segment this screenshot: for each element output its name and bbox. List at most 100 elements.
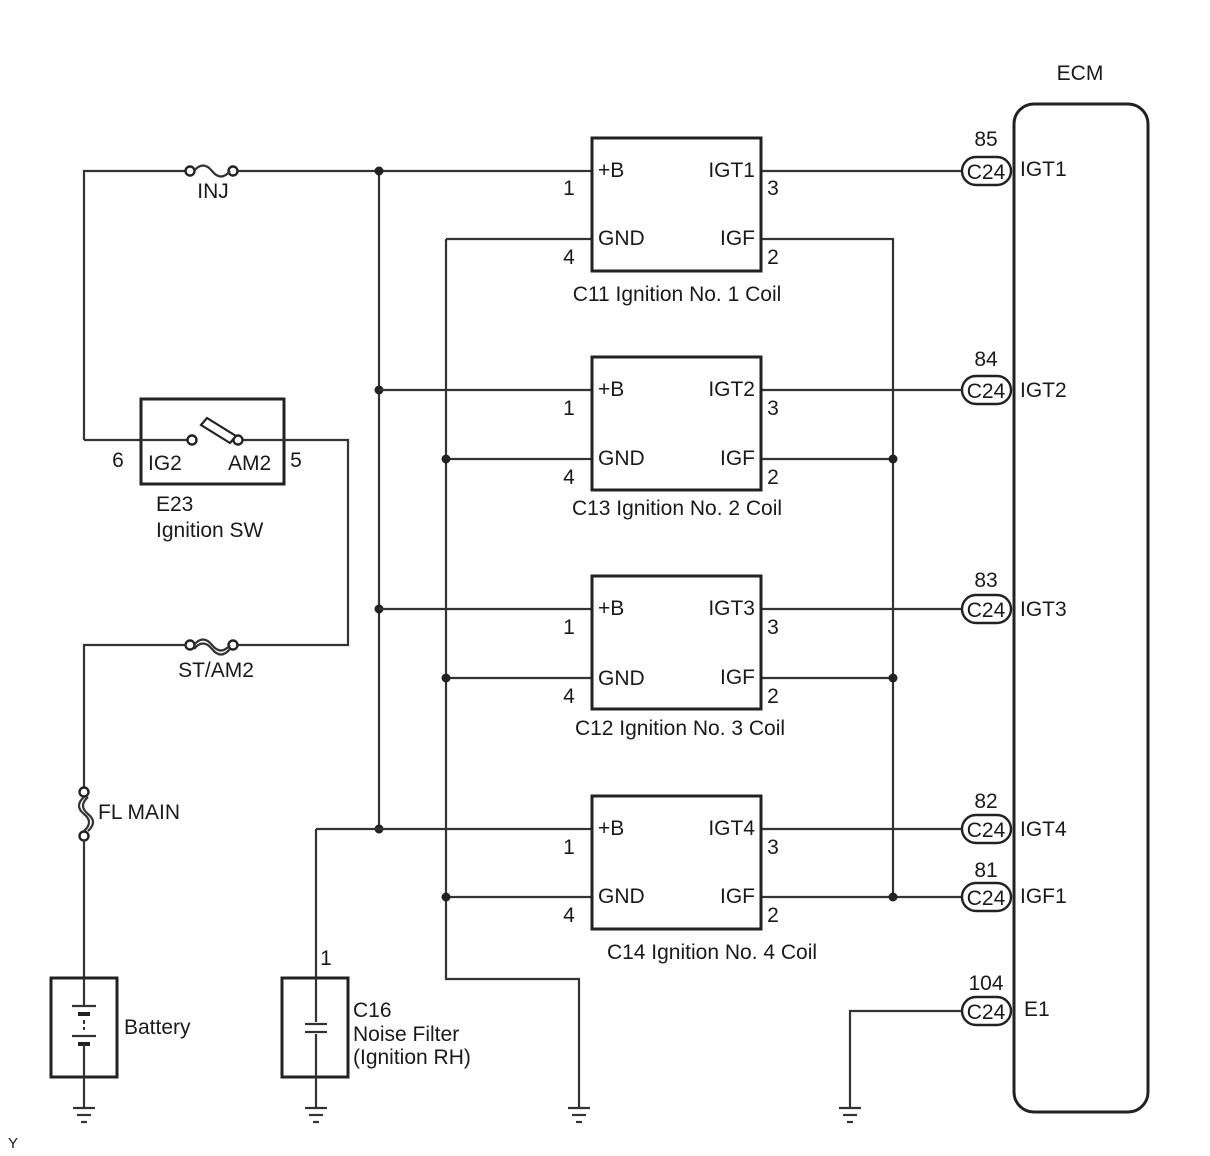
- ignition-switch-pin-ig2: 6: [112, 449, 124, 472]
- coil-4: +B GND IGT4 IGF 1 4 3 2 C14 Ignition No.…: [563, 794, 817, 964]
- coil-pin-num-1: 1: [563, 616, 575, 639]
- ecm-connector-label: C24: [967, 819, 1006, 842]
- wire-inj-left: [82, 169, 190, 440]
- coil-pin-b: +B: [598, 378, 624, 401]
- ground-icon-battery: [73, 1106, 95, 1124]
- coil-pin-num-2: 2: [767, 246, 779, 269]
- coil-box: [590, 136, 763, 273]
- coil-label: C14 Ignition No. 4 Coil: [607, 941, 817, 964]
- coil-label: C13 Ignition No. 2 Coil: [572, 497, 782, 520]
- wire-igf-bus: [761, 237, 895, 897]
- ignition-switch-contact: [141, 416, 284, 446]
- coil-pin-num-3: 3: [767, 836, 779, 859]
- ignition-switch-code: E23: [156, 493, 193, 516]
- ecm-pin-e1: C24 104 E1: [960, 972, 1050, 1027]
- coil-pin-num-2: 2: [767, 685, 779, 708]
- ground-icon-noise-filter: [305, 1106, 327, 1124]
- coil-label: C11 Ignition No. 1 Coil: [573, 283, 782, 306]
- coil-pin-gnd: GND: [598, 447, 645, 470]
- ignition-switch-am2-label: AM2: [228, 452, 271, 475]
- wire-st-am2-down: [82, 643, 186, 788]
- coil-box: [590, 574, 763, 711]
- coil-pin-num-1: 1: [563, 836, 575, 859]
- coil-2: +B GND IGT2 IGF 1 4 3 2 C13 Ignition No.…: [563, 355, 782, 520]
- ecm-pin-name: IGF1: [1020, 885, 1067, 908]
- ecm-pin-number: 82: [974, 790, 997, 813]
- ecm-pin-igf1: C24 81 IGF1: [960, 859, 1067, 913]
- junction-dot: [374, 166, 384, 176]
- ecm-pin-igt4: C24 82 IGT4: [960, 790, 1067, 845]
- ecm-pin-number: 85: [974, 128, 997, 151]
- ground-icon-e1: [839, 1106, 861, 1124]
- ecm-pin-name: IGT1: [1020, 158, 1067, 181]
- coil-pin-num-4: 4: [563, 466, 575, 489]
- ignition-switch-ig2-label: IG2: [148, 452, 182, 475]
- coil-pin-gnd: GND: [598, 667, 645, 690]
- ecm-connector-label: C24: [967, 887, 1006, 910]
- fuse-fl-main-label: FL MAIN: [98, 801, 180, 824]
- coil-pin-gnd: GND: [598, 885, 645, 908]
- coil-pin-num-3: 3: [767, 616, 779, 639]
- coil-pin-igt: IGT4: [708, 817, 755, 840]
- ecm-pin-igt3: C24 83 IGT3: [960, 569, 1067, 625]
- coil-pin-b: +B: [598, 159, 624, 182]
- ground-icon-coils: [568, 1106, 590, 1124]
- fuse-st-am2: [184, 638, 239, 656]
- battery-icon: [72, 978, 96, 1077]
- corner-mark: Y: [8, 1135, 18, 1152]
- coil-pin-b: +B: [598, 597, 624, 620]
- noise-filter-name: Noise Filter: [353, 1023, 459, 1046]
- ecm-label: ECM: [1057, 62, 1104, 85]
- coil-pin-igf: IGF: [720, 885, 755, 908]
- capacitor-icon: [305, 978, 327, 1077]
- noise-filter-code: C16: [353, 999, 392, 1022]
- coil-pin-num-4: 4: [563, 246, 575, 269]
- wire-e1: [848, 1009, 962, 1108]
- ecm-connector-label: C24: [967, 1001, 1006, 1024]
- ecm-pin-name: E1: [1024, 998, 1050, 1021]
- ecm-pin-igt1: C24 85 IGT1: [960, 128, 1067, 187]
- coil-pin-num-4: 4: [563, 685, 575, 708]
- fuse-inj-label: INJ: [197, 180, 229, 203]
- wire-am2: [236, 438, 350, 647]
- coil-pin-b: +B: [598, 817, 624, 840]
- coil-pin-igt: IGT1: [708, 159, 755, 182]
- coil-pin-igt: IGT2: [708, 378, 755, 401]
- ecm-pin-name: IGT3: [1020, 598, 1067, 621]
- coil-label: C12 Ignition No. 3 Coil: [575, 717, 785, 740]
- ignition-switch-box: [139, 397, 286, 486]
- coil-pin-num-2: 2: [767, 904, 779, 927]
- ecm-pin-name: IGT4: [1020, 818, 1067, 841]
- junction-dot: [441, 673, 451, 683]
- coil-pin-igt: IGT3: [708, 597, 755, 620]
- junction-dot: [888, 673, 898, 683]
- ecm-pin-igt2: C24 84 IGT2: [960, 348, 1067, 406]
- coil-pin-num-4: 4: [563, 904, 575, 927]
- coil-1: +B GND IGT1 IGF 1 4 3 2 C11 Ignition No.…: [563, 136, 782, 306]
- coil-pin-num-1: 1: [563, 177, 575, 200]
- fuse-fl-main: [77, 786, 95, 842]
- ecm-pin-number: 84: [974, 348, 998, 371]
- coil-pin-num-1: 1: [563, 397, 575, 420]
- junction-dot: [888, 892, 898, 902]
- coil-pin-igf: IGF: [720, 447, 755, 470]
- ecm-pin-number: 81: [974, 859, 997, 882]
- ecm-pin-number: 83: [974, 569, 997, 592]
- coil-box: [590, 794, 763, 931]
- ignition-switch-pin-am2: 5: [290, 449, 302, 472]
- wire-gnd-bus: [444, 239, 581, 1108]
- coil-pin-num-3: 3: [767, 177, 779, 200]
- junction-dot: [441, 454, 451, 464]
- ecm-block: [1012, 102, 1150, 1114]
- fuse-st-am2-label: ST/AM2: [178, 659, 254, 682]
- ignition-switch-name: Ignition SW: [156, 519, 264, 542]
- coil-pin-gnd: GND: [598, 227, 645, 250]
- ecm-connector-label: C24: [967, 599, 1006, 622]
- coil-pin-igf: IGF: [720, 227, 755, 250]
- coil-3: +B GND IGT3 IGF 1 4 3 2 C12 Ignition No.…: [563, 574, 785, 740]
- ecm-pin-name: IGT2: [1020, 379, 1067, 402]
- fuse-inj: [184, 164, 239, 178]
- ecm-pin-number: 104: [968, 972, 1003, 995]
- coil-pin-igf: IGF: [720, 666, 755, 689]
